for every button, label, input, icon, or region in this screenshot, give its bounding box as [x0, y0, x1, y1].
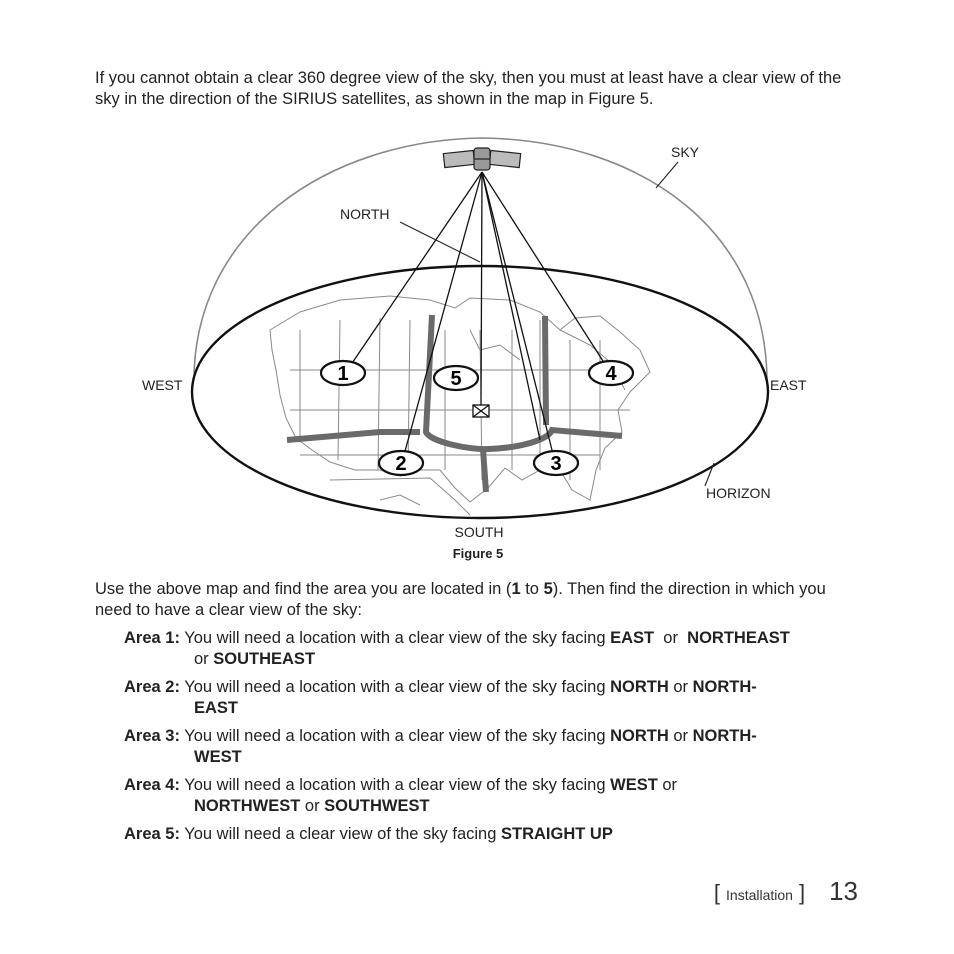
signal-lines [345, 171, 611, 463]
horizon-label: HORIZON [706, 485, 771, 501]
horizon-ellipse [190, 264, 770, 520]
usage-text-to: to [520, 580, 544, 598]
connector: or [654, 629, 683, 647]
area-5-instruction: Area 5: You will need a clear view of th… [124, 824, 864, 845]
figure-caption: Figure 5 [453, 546, 504, 561]
area-label: Area 5: [124, 825, 180, 843]
usage-paragraph: Use the above map and find the area you … [95, 579, 865, 621]
center-marker-icon [472, 404, 490, 418]
direction: NORTH- [692, 727, 757, 745]
area-badge-4: 4 [587, 359, 635, 387]
intro-paragraph: If you cannot obtain a clear 360 degree … [95, 69, 842, 108]
east-label: EAST [770, 377, 807, 393]
area-text: You will need a clear view of the sky fa… [179, 825, 501, 843]
usage-text-after: ). Then find the direction in which you … [95, 580, 826, 619]
page-footer: [ Installation ] 13 [714, 876, 858, 907]
connector: or [657, 776, 678, 794]
area-text: You will need a location with a clear vi… [179, 776, 611, 794]
connector: or [668, 678, 693, 696]
direction: NORTH- [692, 678, 757, 696]
area-badge-2-label: 2 [395, 453, 406, 475]
footer-open-bracket: [ [713, 880, 721, 905]
area-2-instruction: Area 2: You will need a location with a … [124, 677, 864, 719]
connector: or [668, 727, 693, 745]
direction: SOUTHEAST [213, 650, 316, 668]
page-number: 13 [829, 876, 858, 906]
area-text: You will need a location with a clear vi… [179, 629, 611, 647]
direction: EAST [610, 629, 655, 647]
direction: STRAIGHT UP [500, 825, 613, 843]
direction: NORTH [610, 678, 669, 696]
direction: WEST [194, 748, 242, 766]
sky-label: SKY [671, 144, 700, 160]
footer-close-bracket: ] [798, 880, 806, 905]
area-badge-4-label: 4 [605, 363, 617, 385]
sky-dome [193, 137, 768, 389]
label-pointers [399, 161, 715, 487]
satellite-icon [442, 147, 522, 171]
area-badge-5-label: 5 [450, 368, 461, 390]
area-label: Area 2: [124, 678, 180, 696]
area-label: Area 3: [124, 727, 180, 745]
direction: NORTHWEST [194, 797, 301, 815]
usage-area-first: 1 [511, 580, 521, 598]
region-dividers [286, 314, 623, 493]
area-text: You will need a location with a clear vi… [179, 727, 611, 745]
south-label: SOUTH [455, 524, 504, 540]
area-label: Area 1: [124, 629, 180, 647]
footer-section-label: Installation [726, 887, 793, 903]
area-3-instruction: Area 3: You will need a location with a … [124, 726, 864, 768]
area-4-instruction: Area 4: You will need a location with a … [124, 775, 864, 817]
area-badge-5: 5 [432, 364, 480, 392]
usage-text-before: Use the above map and find the area you … [95, 580, 512, 598]
direction: WEST [610, 776, 658, 794]
area-badge-3: 3 [532, 449, 580, 477]
area-badge-1-label: 1 [337, 363, 348, 385]
west-label: WEST [142, 377, 183, 393]
connector: or [194, 650, 214, 668]
connector: or [300, 797, 325, 815]
area-1-instruction: Area 1: You will need a location with a … [124, 628, 864, 670]
area-badge-1: 1 [319, 359, 367, 387]
direction: SOUTHWEST [324, 797, 430, 815]
area-badge-3-label: 3 [550, 453, 561, 475]
direction: NORTHEAST [687, 629, 790, 647]
usage-area-last: 5 [543, 580, 553, 598]
direction: EAST [194, 699, 239, 717]
area-label: Area 4: [124, 776, 180, 794]
north-label: NORTH [340, 206, 390, 222]
area-badge-2: 2 [377, 449, 425, 477]
area-text: You will need a location with a clear vi… [179, 678, 611, 696]
direction: NORTH [610, 727, 669, 745]
